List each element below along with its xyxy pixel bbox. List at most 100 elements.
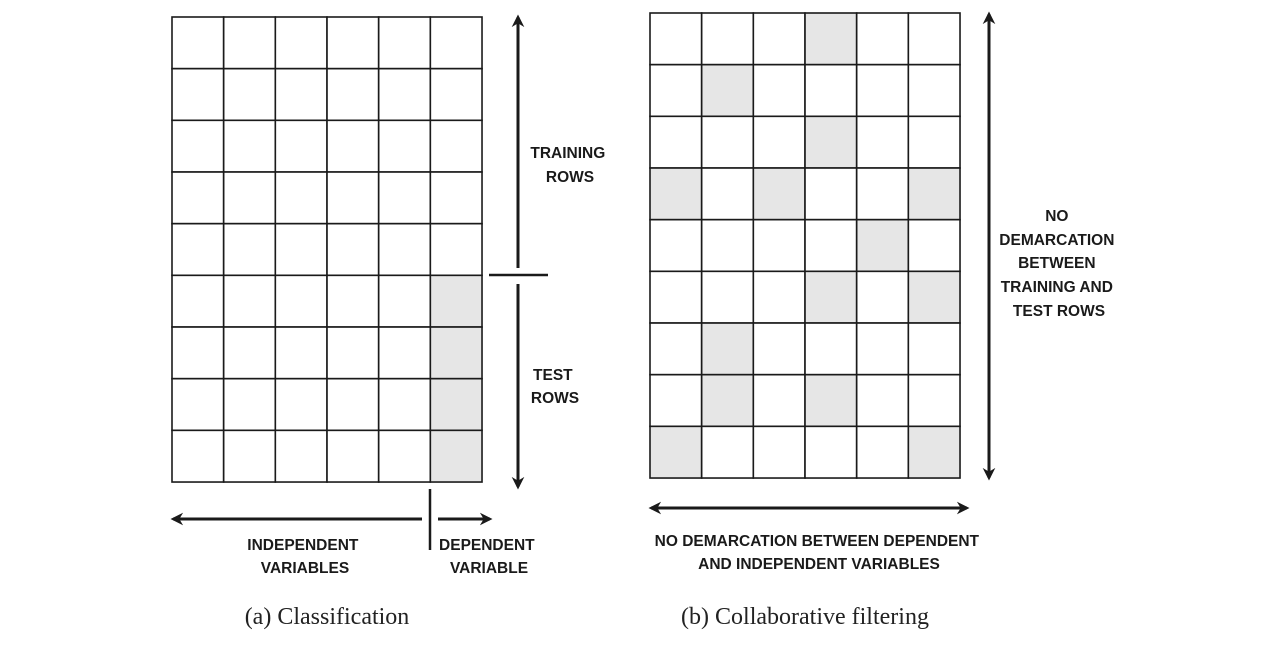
classification-cell-shaded	[429, 377, 483, 432]
classification-cell	[326, 326, 380, 380]
classification-cell	[377, 171, 432, 225]
collab-cell	[649, 12, 703, 66]
collab-cell	[804, 63, 858, 118]
classification-cell	[274, 429, 328, 483]
no-column-demarcation-label: NO DEMARCATION BETWEEN DEPENDENT AND IND…	[655, 533, 984, 573]
collab-cell	[752, 270, 806, 324]
collab-cell	[804, 425, 858, 479]
collab-cell	[700, 425, 755, 479]
classification-cell	[171, 326, 225, 380]
collab-cell	[700, 12, 755, 66]
collab-cell	[752, 322, 806, 376]
dependent-variable-label: DEPENDENT VARIABLE	[439, 537, 539, 577]
collab-cell	[752, 12, 806, 66]
collab-cell	[855, 115, 910, 169]
collab-cell	[649, 218, 703, 273]
classification-cell	[171, 171, 225, 225]
classification-cell	[326, 222, 380, 277]
panel-classification: TRAINING ROWS TEST ROWS INDEPENDENT VARI…	[170, 14, 605, 630]
classification-cell	[326, 16, 380, 70]
caption-classification: (a) Classification	[245, 604, 410, 630]
classification-cell	[222, 429, 277, 483]
classification-cell	[171, 16, 225, 70]
classification-cell	[326, 67, 380, 122]
collab-cell-shaded	[700, 63, 755, 118]
collab-cell-shaded	[700, 322, 755, 376]
panel-collaborative-filtering: NO DEMARCATION BETWEEN TRAINING AND TEST…	[648, 11, 1118, 630]
classification-cell	[377, 429, 432, 483]
classification-cell	[171, 222, 225, 277]
classification-cell	[171, 274, 225, 328]
collab-cell-shaded	[649, 167, 703, 221]
independent-variables-label: INDEPENDENT VARIABLES	[247, 537, 362, 577]
classification-cell	[429, 16, 483, 70]
collab-cell-shaded	[855, 218, 910, 273]
collab-cell	[700, 167, 755, 221]
collab-cell	[752, 115, 806, 169]
collab-cell-shaded	[804, 12, 858, 66]
classification-cell	[274, 274, 328, 328]
collab-cell-shaded	[804, 373, 858, 428]
collab-cell	[700, 115, 755, 169]
classification-cell	[429, 119, 483, 173]
collab-cell	[804, 167, 858, 221]
classification-cell	[429, 171, 483, 225]
collab-cell	[907, 63, 961, 118]
collab-cell	[752, 373, 806, 428]
classification-cell	[377, 16, 432, 70]
collab-cell-shaded	[700, 373, 755, 428]
collab-cell	[649, 63, 703, 118]
collab-cell	[907, 322, 961, 376]
collab-cell-shaded	[804, 115, 858, 169]
collab-cell	[649, 373, 703, 428]
classification-cell	[222, 16, 277, 70]
collab-cell	[804, 322, 858, 376]
classification-cell	[274, 67, 328, 122]
classification-cell	[377, 274, 432, 328]
classification-cell	[171, 67, 225, 122]
classification-cell	[222, 326, 277, 380]
classification-cell	[326, 377, 380, 432]
collab-cell	[649, 270, 703, 324]
classification-cell	[274, 326, 328, 380]
classification-cell	[326, 429, 380, 483]
collab-cell	[700, 270, 755, 324]
collab-cell	[752, 425, 806, 479]
classification-cell	[274, 377, 328, 432]
classification-cell	[222, 67, 277, 122]
collaborative-filtering-matrix	[649, 12, 961, 479]
classification-cell	[222, 274, 277, 328]
classification-cell-shaded	[429, 274, 483, 328]
collab-cell-shaded	[907, 167, 961, 221]
classification-cell	[429, 222, 483, 277]
classification-cell	[377, 222, 432, 277]
classification-cell	[326, 274, 380, 328]
collab-cell	[855, 167, 910, 221]
classification-cell	[377, 119, 432, 173]
collab-cell	[855, 270, 910, 324]
collab-cell-shaded	[649, 425, 703, 479]
classification-cell	[429, 67, 483, 122]
classification-cell	[274, 16, 328, 70]
collab-cell-shaded	[907, 270, 961, 324]
test-rows-label: TEST ROWS	[531, 367, 579, 407]
collab-cell	[855, 373, 910, 428]
collab-cell	[649, 115, 703, 169]
classification-cell	[326, 119, 380, 173]
collab-cell	[907, 218, 961, 273]
classification-cell	[377, 377, 432, 432]
collab-cell	[855, 425, 910, 479]
collab-cell	[855, 12, 910, 66]
classification-cell	[222, 119, 277, 173]
classification-matrix	[171, 16, 483, 483]
classification-cell	[222, 377, 277, 432]
no-row-demarcation-label: NO DEMARCATION BETWEEN TRAINING AND TEST…	[999, 208, 1118, 320]
collab-cell	[804, 218, 858, 273]
classification-cell-shaded	[429, 326, 483, 380]
collab-cell	[855, 322, 910, 376]
classification-cell	[274, 119, 328, 173]
collab-cell	[752, 63, 806, 118]
classification-cell	[222, 222, 277, 277]
collab-cell	[752, 218, 806, 273]
